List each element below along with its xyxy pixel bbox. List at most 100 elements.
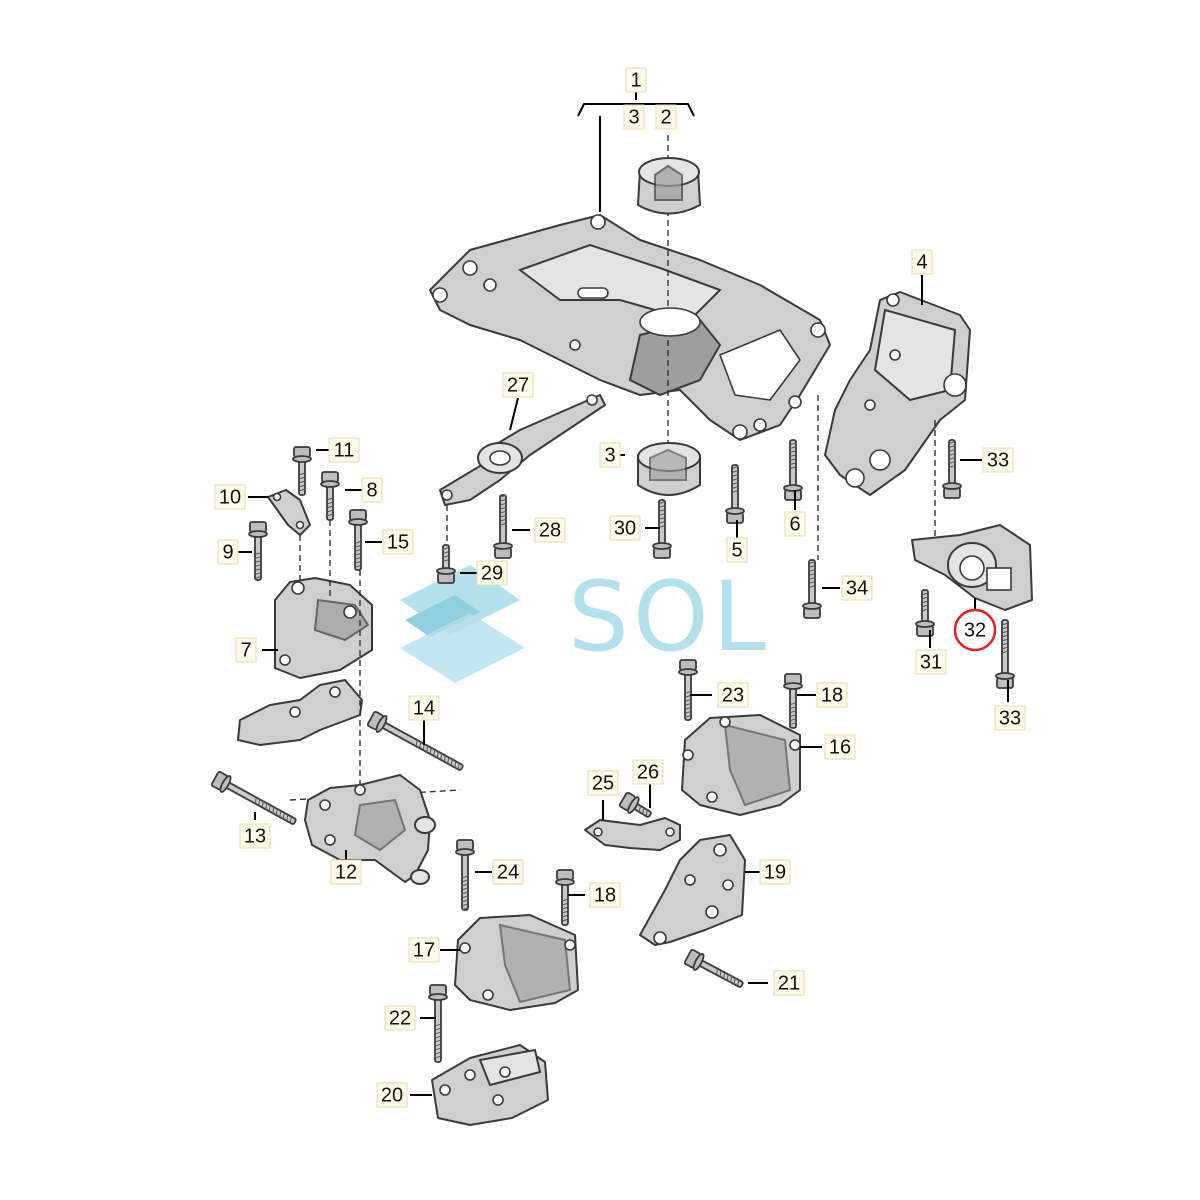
callout-l18a: 18: [816, 682, 848, 708]
label-29: 29: [481, 562, 503, 584]
callout-l5: 5: [726, 537, 748, 563]
label-7: 7: [240, 639, 251, 661]
label-25: 25: [592, 772, 614, 794]
callout-l29: 29: [476, 560, 508, 586]
gearbox-bracket-part-12: [304, 774, 436, 885]
callout-l31: 31: [915, 649, 947, 675]
bushing-part-3: [637, 442, 701, 496]
label-31: 31: [920, 651, 942, 673]
callout-l21: 21: [773, 970, 805, 996]
callout-l13: 13: [239, 823, 271, 849]
callout-l19: 19: [759, 859, 791, 885]
bolt-29: [436, 544, 456, 584]
callout-l1: 1: [625, 67, 647, 93]
label-9: 9: [222, 541, 233, 563]
callout-l14: 14: [408, 695, 440, 721]
label-26: 26: [637, 761, 659, 783]
callout-l23: 23: [717, 682, 749, 708]
label-22: 22: [389, 1007, 411, 1029]
watermark: SOL: [400, 561, 770, 683]
label-33: 33: [999, 707, 1021, 729]
bolt-18-upper: [783, 673, 803, 729]
engine-mount-part-7: [274, 577, 373, 679]
callout-l22: 22: [384, 1005, 416, 1031]
callout-l6: 6: [784, 511, 806, 537]
label-32: 32: [964, 619, 986, 641]
label-12: 12: [335, 861, 357, 883]
bolt-15: [348, 509, 368, 571]
callout-l12: 12: [330, 859, 362, 885]
bolt-11: [292, 446, 312, 496]
label-14: 14: [413, 697, 435, 719]
label-11: 11: [334, 439, 355, 461]
gearbox-mount-part-17: [454, 914, 579, 1011]
callout-l24: 24: [492, 859, 524, 885]
label-21: 21: [778, 972, 800, 994]
watermark-text: SOL: [568, 561, 770, 673]
arm-bushing-part-32: [911, 524, 1033, 611]
label-1: 1: [630, 69, 641, 91]
bolt-5: [725, 464, 745, 524]
label-6: 6: [789, 513, 800, 535]
torque-arm-part-27: [439, 394, 606, 506]
callout-l15: 15: [382, 529, 414, 555]
label-18: 18: [821, 684, 843, 706]
label-27: 27: [507, 374, 529, 396]
label-34: 34: [846, 577, 868, 599]
bolt-26: [618, 791, 652, 818]
label-16: 16: [829, 736, 851, 758]
label-15: 15: [387, 531, 409, 553]
label-19: 19: [764, 861, 786, 883]
callout-l7: 7: [235, 637, 257, 663]
bolt-18-lower: [555, 869, 575, 926]
bolt-24: [455, 839, 475, 911]
callout-l3b: 3: [599, 442, 621, 468]
bolt-9: [248, 521, 268, 581]
bracket-plate-part-19: [639, 834, 746, 946]
engine-bracket-lower: [237, 679, 363, 746]
label-33: 33: [987, 449, 1009, 471]
bushing-part-2: [637, 157, 701, 215]
label-4: 4: [916, 251, 927, 273]
label-28: 28: [539, 519, 561, 541]
bolt-21: [683, 948, 744, 988]
bolt-8: [320, 471, 340, 521]
bracket-part-4: [824, 291, 971, 496]
callout-l11: 11: [328, 437, 360, 463]
bolt-13: [210, 770, 297, 825]
gearbox-mount-part-16: [681, 714, 801, 816]
label-2: 2: [660, 106, 671, 128]
callout-l9: 9: [217, 539, 239, 565]
callout-l26: 26: [632, 759, 664, 785]
bolt-33-lower: [995, 619, 1015, 689]
label-18: 18: [594, 884, 616, 906]
callout-l34: 34: [841, 575, 873, 601]
callout-l2: 2: [655, 104, 677, 130]
bolt-22: [428, 984, 448, 1063]
callout-l8: 8: [361, 477, 383, 503]
callout-l18b: 18: [589, 882, 621, 908]
label-5: 5: [731, 539, 742, 561]
bolt-14: [366, 710, 464, 771]
bolt-34: [802, 559, 822, 619]
callout-l30: 30: [609, 515, 641, 541]
label-20: 20: [381, 1084, 403, 1106]
callout-l16: 16: [824, 734, 856, 760]
bracket-part-20: [431, 1044, 549, 1126]
bolt-28: [493, 494, 513, 559]
bracket-part-25: [584, 817, 681, 851]
bolt-6: [783, 439, 803, 501]
bolts: [210, 439, 1015, 1063]
callout-l10: 10: [214, 484, 246, 510]
subframe-part-1: [429, 214, 831, 441]
callout-l3a: 3: [623, 104, 645, 130]
callout-l32: 32: [964, 619, 986, 641]
bolt-33-upper: [942, 439, 962, 499]
callout-l27: 27: [502, 372, 534, 398]
label-13: 13: [244, 825, 266, 847]
callout-l25: 25: [587, 770, 619, 796]
label-3: 3: [628, 106, 639, 128]
label-10: 10: [219, 486, 241, 508]
leader-lines: [238, 449, 1009, 1019]
